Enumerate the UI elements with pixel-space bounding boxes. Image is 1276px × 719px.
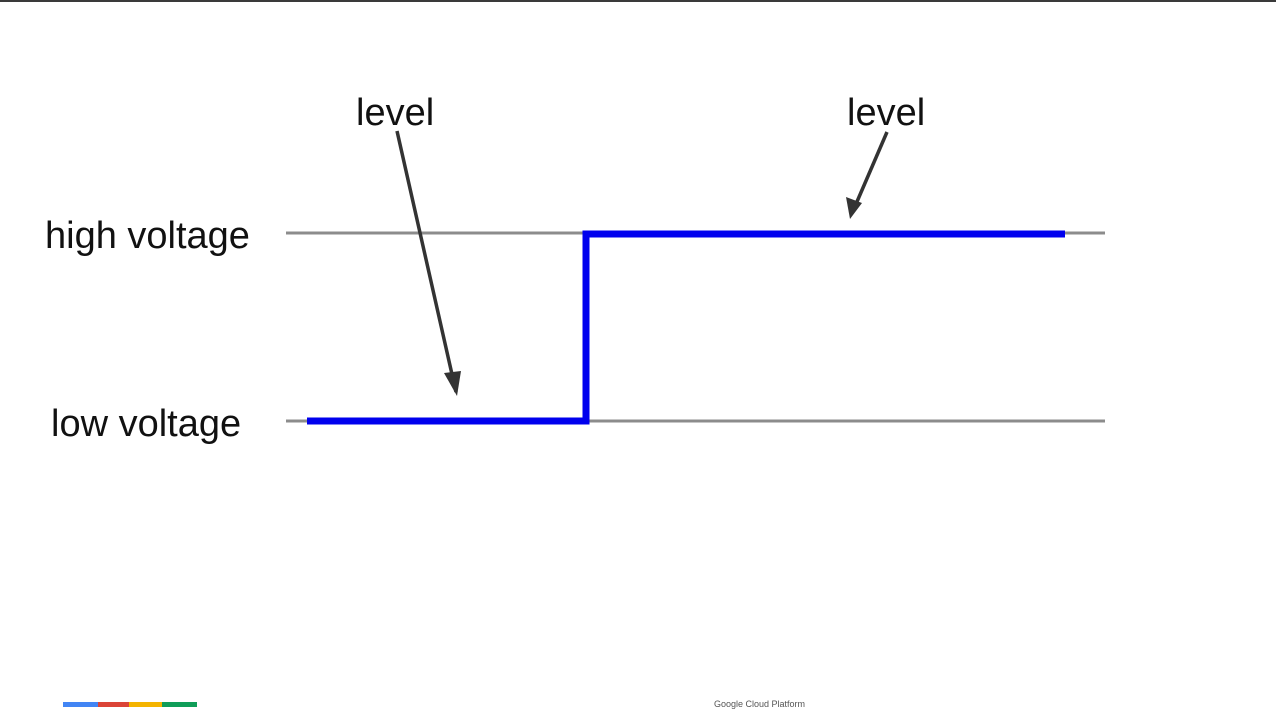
level-arrow-left <box>395 130 458 393</box>
google-brand-bar <box>63 702 197 707</box>
level-arrow-right-head <box>846 197 862 219</box>
brand-bar-red <box>98 702 129 707</box>
level-label-left: level <box>356 92 434 134</box>
brand-bar-blue <box>63 702 98 707</box>
top-border <box>0 0 1276 2</box>
low-voltage-label: low voltage <box>51 403 241 445</box>
brand-bar-yellow <box>129 702 162 707</box>
signal-trace <box>307 230 1065 425</box>
level-label-right: level <box>847 92 925 134</box>
high-voltage-label: high voltage <box>45 215 250 257</box>
footer-brand-text: Google Cloud Platform <box>713 699 806 709</box>
brand-bar-green <box>162 702 197 707</box>
level-arrow-right <box>854 131 889 205</box>
level-arrow-left-head <box>444 371 461 396</box>
